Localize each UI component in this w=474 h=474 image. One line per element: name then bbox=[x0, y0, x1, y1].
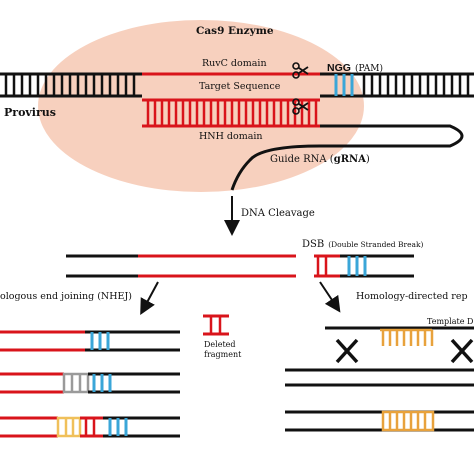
pam-label: (PAM) bbox=[355, 63, 383, 74]
template-dna bbox=[380, 328, 434, 346]
nhej-arrow bbox=[140, 281, 159, 316]
provirus-label: Provirus bbox=[4, 106, 56, 119]
ngg-label: NGG bbox=[327, 62, 351, 74]
nhej-label: ologous end joining (NHEJ) bbox=[0, 291, 132, 302]
scissors-icon bbox=[292, 98, 309, 115]
nhej-outcome-2 bbox=[0, 372, 180, 394]
enzyme-label: Cas9 Enzyme bbox=[196, 25, 274, 37]
x-mark-icon bbox=[335, 338, 359, 364]
hdr-top-strands bbox=[285, 326, 474, 387]
target-sequence-dna bbox=[142, 98, 320, 128]
nhej-outcome-1 bbox=[0, 330, 180, 352]
template-label: Template D bbox=[427, 317, 473, 326]
scissors-icon bbox=[292, 62, 309, 79]
provirus-dna bbox=[0, 72, 474, 98]
hdr-label: Homology-directed rep bbox=[356, 291, 468, 302]
hdr-arrow bbox=[319, 281, 341, 313]
cleaved-dna bbox=[66, 254, 414, 278]
target-label: Target Sequence bbox=[199, 81, 281, 92]
deleted-label-1: Deleted bbox=[204, 340, 236, 349]
x-mark-icon bbox=[450, 338, 474, 364]
guide-rna bbox=[230, 124, 464, 191]
cleavage-label: DNA Cleavage bbox=[241, 208, 315, 219]
deleted-fragment bbox=[203, 314, 229, 336]
hdr-outcome bbox=[285, 410, 474, 432]
guide-rna-label: Guide RNA (gRNA) bbox=[270, 154, 370, 165]
hnh-label: HNH domain bbox=[199, 131, 263, 142]
dsb-label: DSB(Double Stranded Break) bbox=[302, 239, 424, 250]
deleted-label-2: fragment bbox=[204, 350, 242, 359]
ruvc-label: RuvC domain bbox=[202, 58, 267, 69]
nhej-outcome-3 bbox=[0, 416, 180, 438]
